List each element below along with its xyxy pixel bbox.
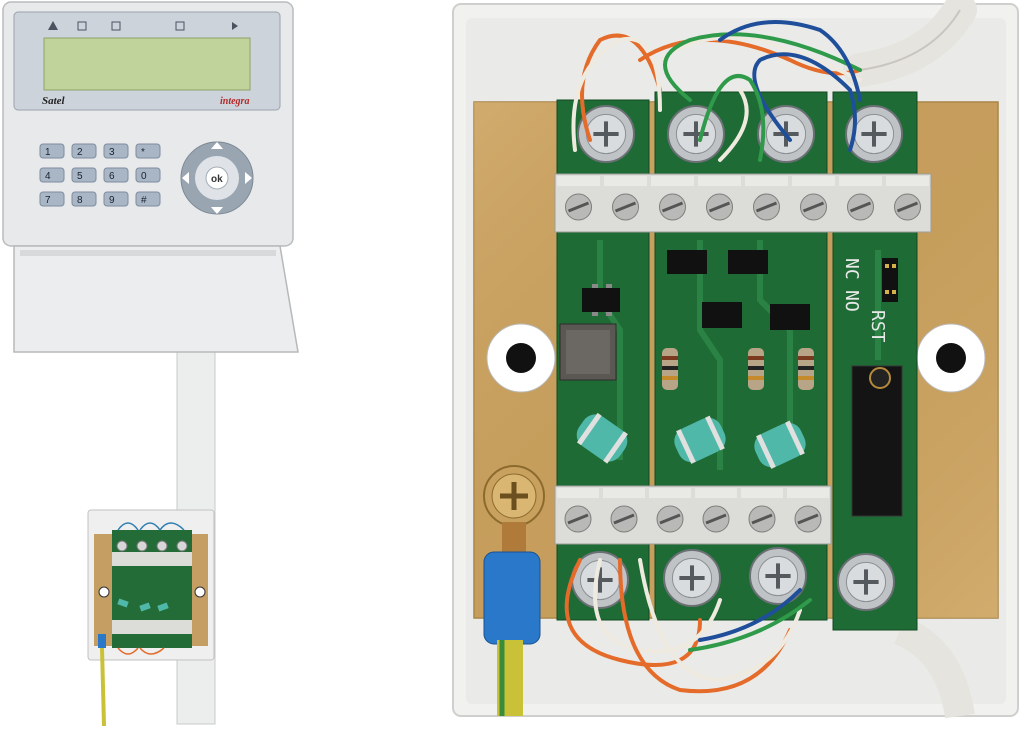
ok-label: ok	[211, 174, 223, 185]
keypad-key: 4	[39, 167, 65, 183]
keypad-key-label: 0	[141, 171, 147, 182]
terminal-slot	[886, 176, 929, 221]
mini-junction-box	[87, 509, 215, 727]
keypad-key-label: 5	[77, 171, 83, 182]
terminal-slot	[741, 488, 783, 533]
terminal-slot	[557, 488, 599, 533]
keypad-key: #	[135, 191, 161, 207]
terminal-slot	[698, 176, 741, 221]
protection-module: NC NO RST	[452, 0, 1019, 719]
resistors	[662, 348, 814, 390]
keypad-key: *	[135, 143, 161, 159]
mounting-hole-right	[916, 323, 986, 393]
keypad-flip-cover	[13, 245, 299, 353]
jumper-label-no: NO	[841, 290, 862, 312]
arrow-left-icon	[182, 172, 189, 184]
keypad-nav-ring: ok	[180, 141, 254, 215]
keypad-key: 0	[135, 167, 161, 183]
keypad: Satel integra 1 2 3 * 4 5 6 0 7 8 9 # ok	[2, 1, 294, 247]
keypad-key: 7	[39, 191, 65, 207]
screw	[663, 549, 721, 607]
screw	[749, 547, 807, 605]
keypad-key-label: *	[141, 147, 145, 158]
keypad-key: 2	[71, 143, 97, 159]
wires-bottom	[564, 558, 812, 694]
terminal-slot	[839, 176, 882, 221]
ground-screw	[483, 465, 545, 552]
screw	[845, 105, 903, 163]
keypad-key-label: 8	[77, 195, 83, 206]
terminal-slot	[745, 176, 788, 221]
entry-cable-bottom	[893, 616, 975, 719]
terminal-slot	[787, 488, 829, 533]
keypad-key-label: 9	[109, 195, 115, 206]
terminal-block-bottom	[554, 485, 832, 545]
keypad-status-icons	[48, 21, 238, 31]
terminal-slot	[649, 488, 691, 533]
terminal-slot	[557, 176, 600, 221]
rst-label: RST	[867, 310, 888, 343]
terminal-slot	[603, 488, 645, 533]
keypad-key: 1	[39, 143, 65, 159]
keypad-key: 9	[103, 191, 129, 207]
keypad-key-label: 4	[45, 171, 51, 182]
keypad-key-label: 3	[109, 147, 115, 158]
keypad-brand: Satel	[42, 95, 66, 107]
terminal-slot	[604, 176, 647, 221]
screw	[667, 105, 725, 163]
terminal-slot	[651, 176, 694, 221]
keypad-key: 8	[71, 191, 97, 207]
arrow-up-icon	[211, 142, 223, 149]
relay-component	[851, 365, 903, 517]
terminal-slot	[792, 176, 835, 221]
arrow-right-icon	[245, 172, 252, 184]
wires-top	[571, 20, 862, 162]
keypad-key-label: 6	[109, 171, 115, 182]
jumper	[882, 258, 898, 302]
keypad-key-label: 2	[77, 147, 83, 158]
bottom-screws	[571, 547, 895, 611]
keypad-key-label: 7	[45, 195, 51, 206]
screw	[571, 551, 629, 609]
ok-button	[205, 166, 229, 190]
jumper-label-nc: NC	[841, 258, 862, 280]
keypad-model: integra	[220, 96, 249, 107]
keypad-key-label: #	[141, 195, 147, 206]
screw	[837, 553, 895, 611]
terminal-block-top	[554, 173, 932, 233]
keypad-lcd	[43, 37, 251, 91]
mini-ground-wire	[100, 647, 106, 727]
keypad-key: 6	[103, 167, 129, 183]
keypad-key: 3	[103, 143, 129, 159]
keypad-key-label: 1	[45, 147, 51, 158]
surge-arresters	[576, 412, 806, 469]
keypad-keys: 1 2 3 * 4 5 6 0 7 8 9 #	[39, 143, 161, 207]
ground-wire-sleeve	[483, 551, 541, 645]
arrow-down-icon	[211, 207, 223, 214]
pcb-right	[832, 91, 918, 631]
keypad-key: 5	[71, 167, 97, 183]
screw	[577, 105, 635, 163]
terminal-slot	[695, 488, 737, 533]
ic-chips	[582, 250, 810, 330]
left-assembly: Satel integra 1 2 3 * 4 5 6 0 7 8 9 # ok	[2, 1, 299, 727]
mounting-hole-left	[486, 323, 556, 393]
